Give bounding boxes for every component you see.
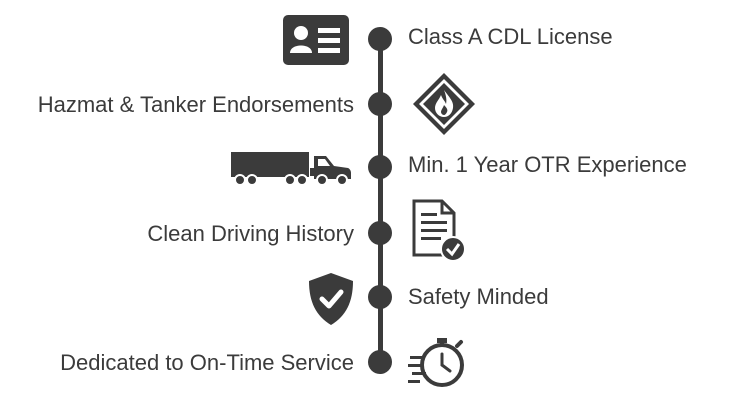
timeline-dot: [368, 155, 392, 179]
requirement-label: Hazmat & Tanker Endorsements: [37, 92, 354, 117]
requirement-label: Min. 1 Year OTR Experience: [408, 152, 687, 177]
document-check-icon: [412, 199, 468, 263]
timeline-line: [378, 38, 383, 363]
id-card-icon: [283, 15, 349, 65]
shield-check-icon: [308, 272, 354, 326]
timeline-dot: [368, 350, 392, 374]
semi-truck-icon: [230, 148, 352, 188]
requirement-label: Safety Minded: [408, 284, 549, 309]
stopwatch-icon: [408, 334, 466, 390]
requirement-label: Dedicated to On-Time Service: [60, 350, 354, 375]
requirement-label: Clean Driving History: [147, 221, 354, 246]
timeline-dot: [368, 92, 392, 116]
hazmat-flame-icon: [412, 72, 476, 136]
timeline-dot: [368, 221, 392, 245]
requirement-label: Class A CDL License: [408, 24, 613, 49]
timeline-dot: [368, 27, 392, 51]
timeline-dot: [368, 285, 392, 309]
